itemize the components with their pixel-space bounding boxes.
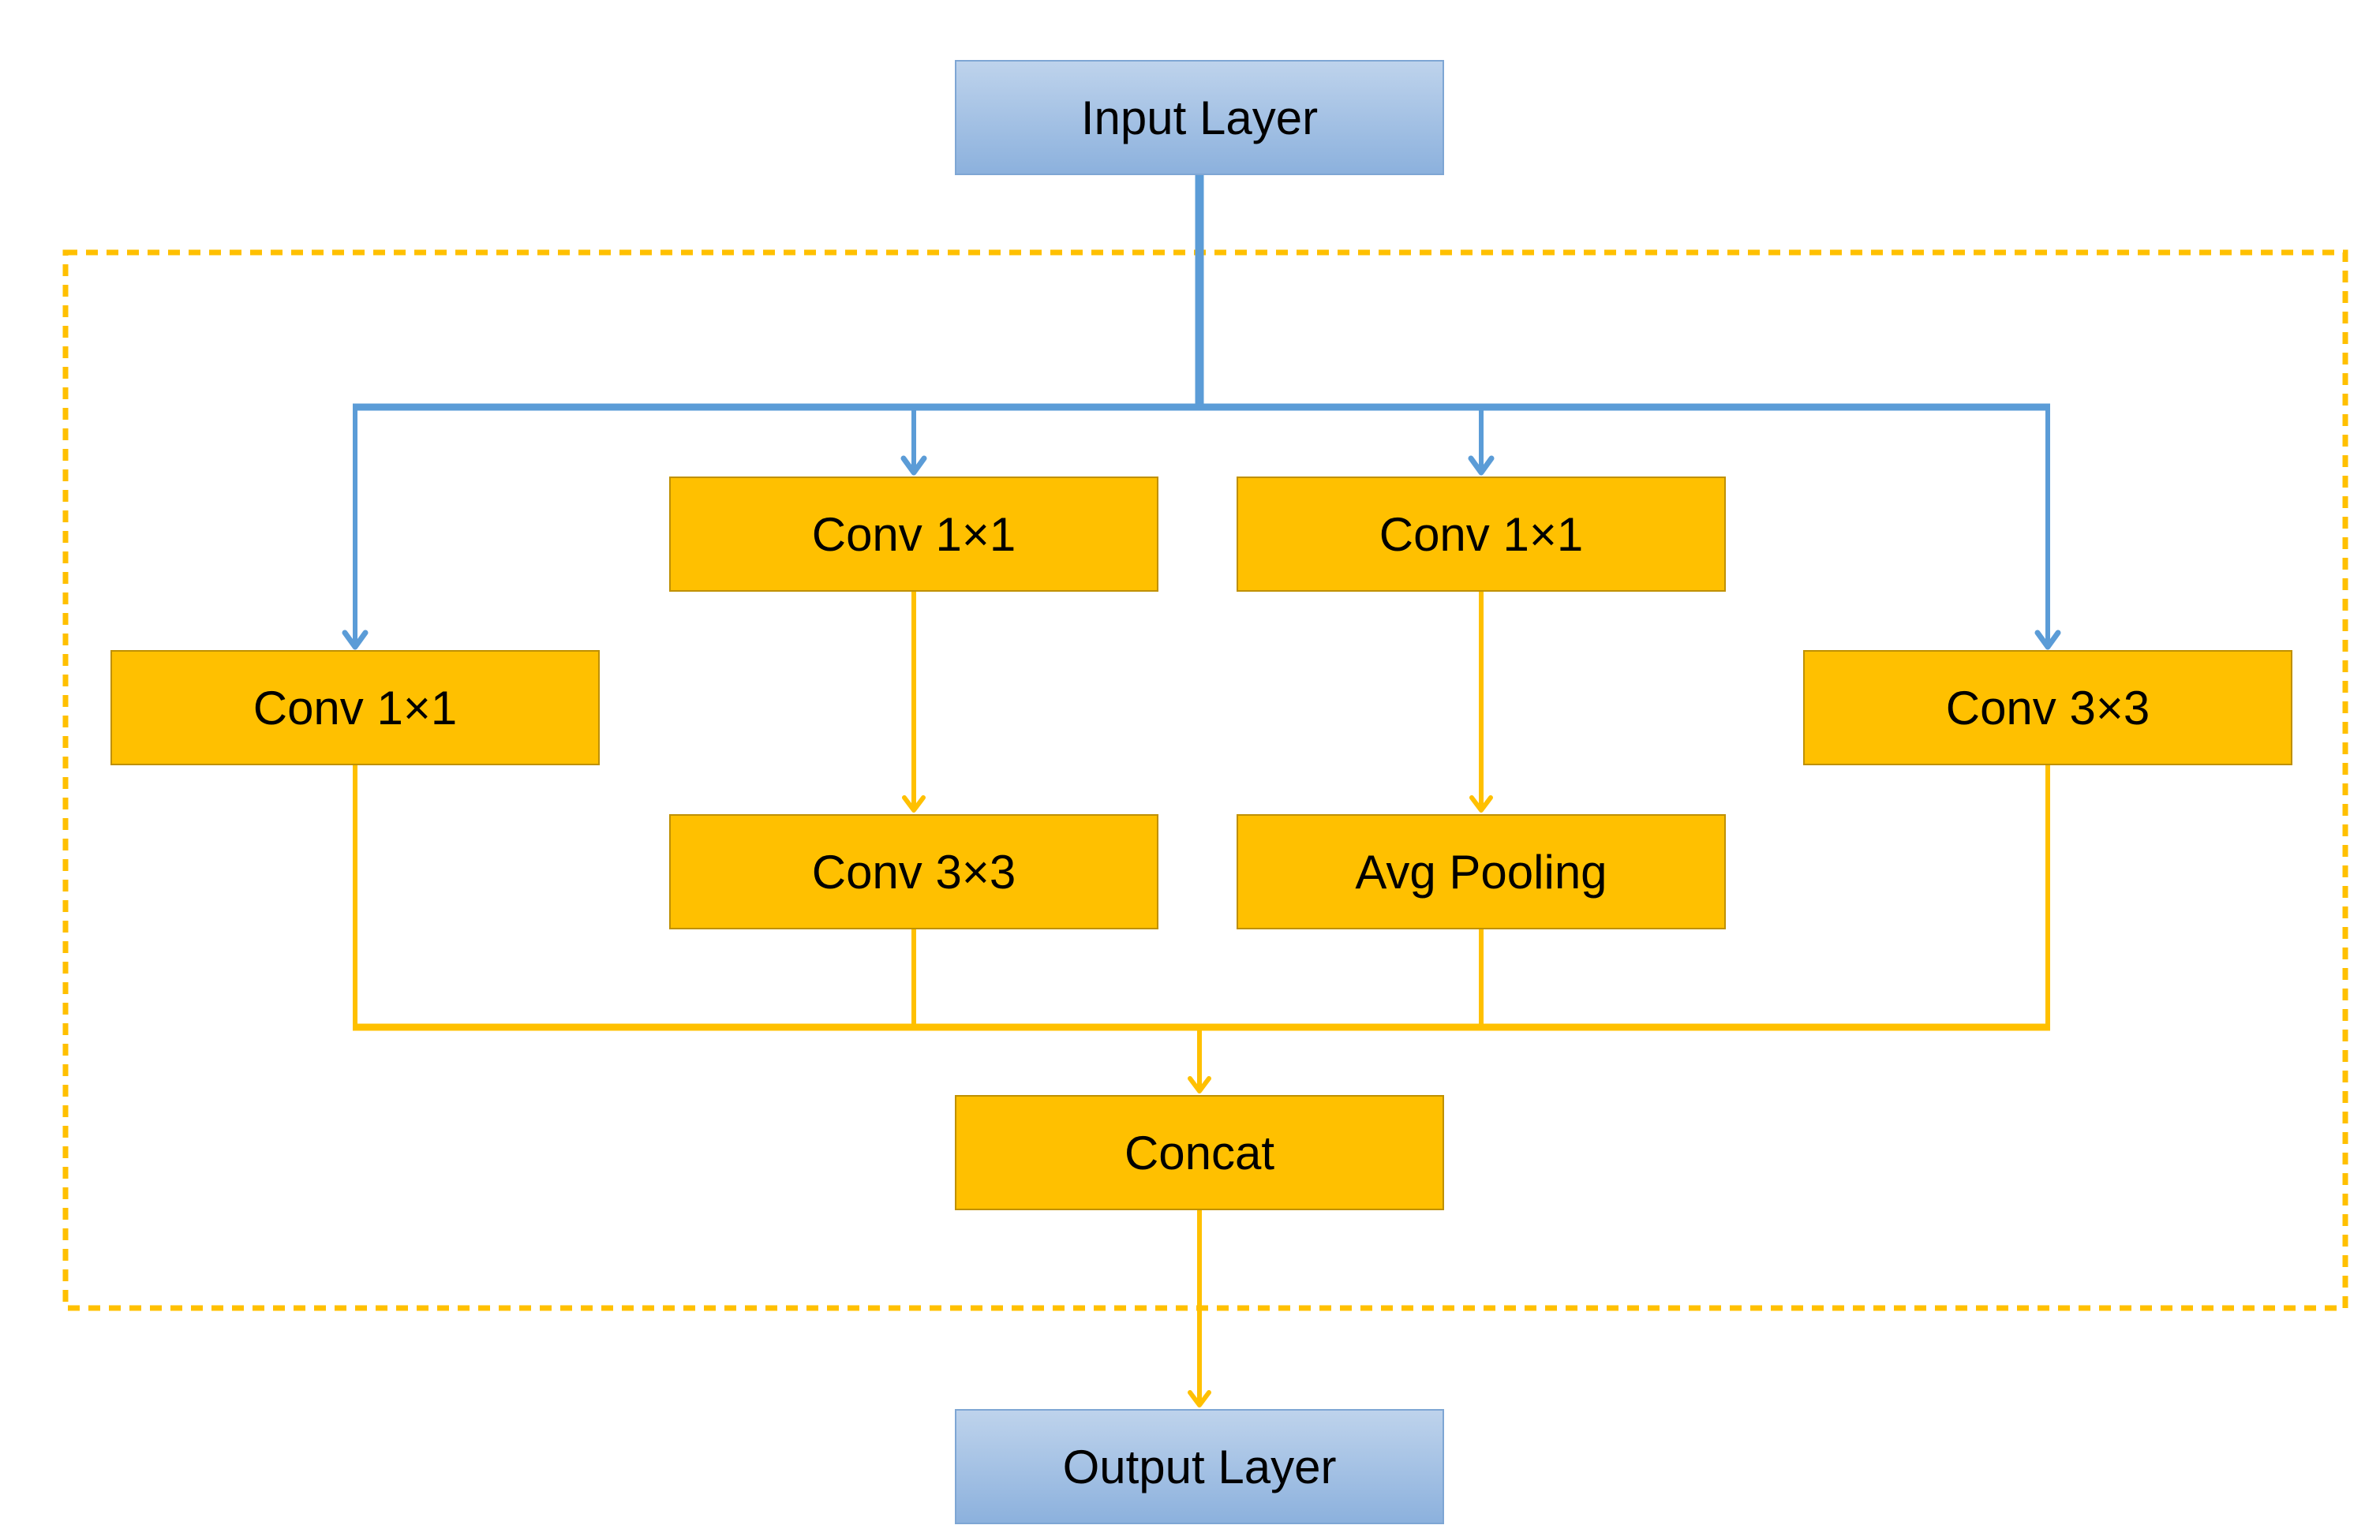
node-conv1x1-branch3-label: Conv 1×1	[1379, 507, 1584, 561]
node-input-layer-label: Input Layer	[1080, 91, 1319, 144]
node-conv3x3-branch4: Conv 3×3	[1803, 650, 2292, 765]
node-conv3x3-branch2: Conv 3×3	[669, 814, 1158, 929]
node-avg-pooling-branch3: Avg Pooling	[1237, 814, 1726, 929]
node-conv3x3-branch4-label: Conv 3×3	[1945, 681, 2150, 734]
node-conv1x1-branch1-label: Conv 1×1	[253, 681, 458, 734]
node-output-layer-label: Output Layer	[1062, 1440, 1337, 1493]
dashed-module-border	[62, 249, 2348, 1311]
node-conv1x1-branch1: Conv 1×1	[110, 650, 600, 765]
node-concat-label: Concat	[1124, 1126, 1275, 1179]
node-input-layer: Input Layer	[955, 60, 1444, 175]
node-conv1x1-branch2-label: Conv 1×1	[811, 507, 1016, 561]
node-avg-pooling-branch3-label: Avg Pooling	[1355, 845, 1607, 899]
node-conv1x1-branch3: Conv 1×1	[1237, 477, 1726, 592]
node-concat: Concat	[955, 1095, 1444, 1210]
node-output-layer: Output Layer	[955, 1409, 1444, 1524]
node-conv1x1-branch2: Conv 1×1	[669, 477, 1158, 592]
node-conv3x3-branch2-label: Conv 3×3	[811, 845, 1016, 899]
